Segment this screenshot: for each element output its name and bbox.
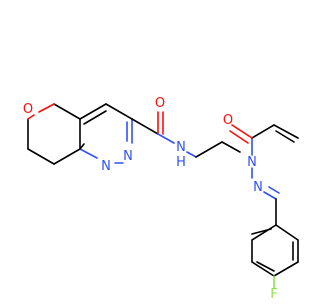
bond [38, 103, 55, 113]
pyridazine-n2-label: N [101, 159, 111, 174]
bond [251, 261, 275, 277]
bond [251, 224, 277, 241]
bond [79, 148, 98, 159]
bond [79, 143, 85, 150]
bond [251, 228, 272, 235]
bond [251, 124, 275, 139]
bond [53, 148, 81, 165]
bond [273, 124, 299, 139]
fluorophenyl-ring [251, 198, 299, 289]
bond [275, 224, 299, 241]
bond [275, 130, 295, 143]
bond [195, 141, 223, 158]
ring-oxygen-label: O [23, 102, 33, 117]
amide-group [131, 111, 197, 158]
molecule-svg: O O N H N N N N O F [23, 96, 299, 302]
bond [231, 124, 253, 139]
bond [53, 103, 81, 120]
bond [186, 151, 197, 158]
pyridazine-ring [79, 103, 133, 164]
bond [256, 261, 275, 272]
bond [131, 118, 159, 135]
bond [27, 148, 55, 165]
bond [157, 133, 175, 144]
fluorine-label: F [270, 287, 277, 300]
bond [273, 261, 299, 277]
bond [27, 114, 35, 120]
atom-labels: O O N H N N N N O F [23, 96, 278, 302]
bond [263, 191, 277, 200]
bond [105, 103, 133, 120]
pyridazinone-ring [229, 124, 299, 200]
ethyl-linker [195, 141, 241, 158]
pyridazinone-n1-label: N [247, 155, 257, 170]
pyridazinone-oxygen-label: O [223, 113, 233, 128]
amide-nitrogen-label: N [176, 140, 186, 155]
bond [83, 110, 107, 125]
bond [79, 103, 107, 120]
bond [229, 130, 249, 144]
pyran-ring [27, 103, 81, 165]
bond [268, 186, 280, 194]
amide-oxygen-label: O [155, 96, 165, 111]
pyridazinone-n2-label: N [253, 180, 263, 195]
amide-hydrogen-label: H [176, 155, 186, 170]
molecule-structure: O O N H N N N N O F [23, 96, 299, 302]
pyridazine-n1-label: N [123, 149, 133, 164]
bond [221, 141, 241, 153]
